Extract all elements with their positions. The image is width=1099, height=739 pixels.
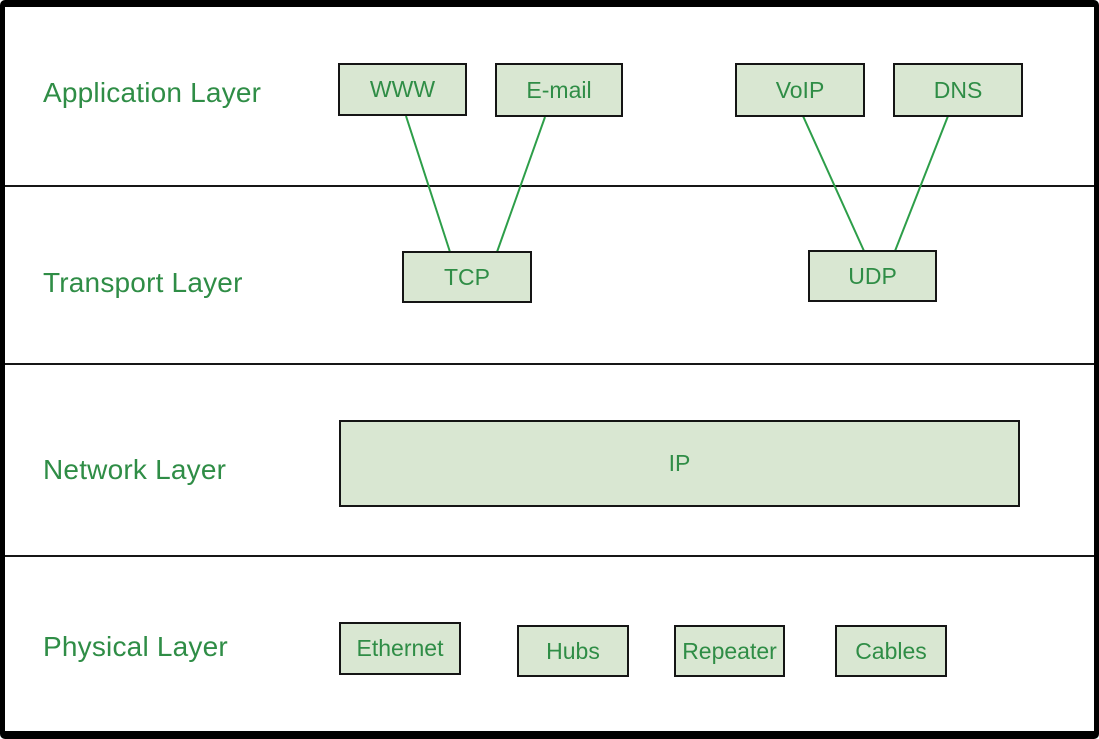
layer-divider-network-physical (5, 555, 1094, 557)
layer-label-transport: Transport Layer (43, 267, 243, 298)
node-udp: UDP (808, 250, 937, 302)
node-hubs: Hubs (517, 625, 629, 677)
node-ip: IP (339, 420, 1020, 507)
edge-dns-udp (894, 115, 949, 252)
node-tcp: TCP (402, 251, 532, 303)
edge-voip-udp (802, 115, 865, 252)
node-ethernet: Ethernet (339, 622, 461, 675)
node-repeater: Repeater (674, 625, 785, 677)
layer-divider-application-transport (5, 185, 1094, 187)
layer-divider-transport-network (5, 363, 1094, 365)
layer-label-application: Application Layer (43, 77, 262, 108)
node-cables: Cables (835, 625, 947, 677)
edge-www-tcp (405, 115, 451, 253)
node-voip: VoIP (735, 63, 865, 117)
node-www: WWW (338, 63, 467, 116)
layer-label-network: Network Layer (43, 454, 227, 485)
layer-label-physical: Physical Layer (43, 631, 228, 662)
node-email: E-mail (495, 63, 623, 117)
node-dns: DNS (893, 63, 1023, 117)
